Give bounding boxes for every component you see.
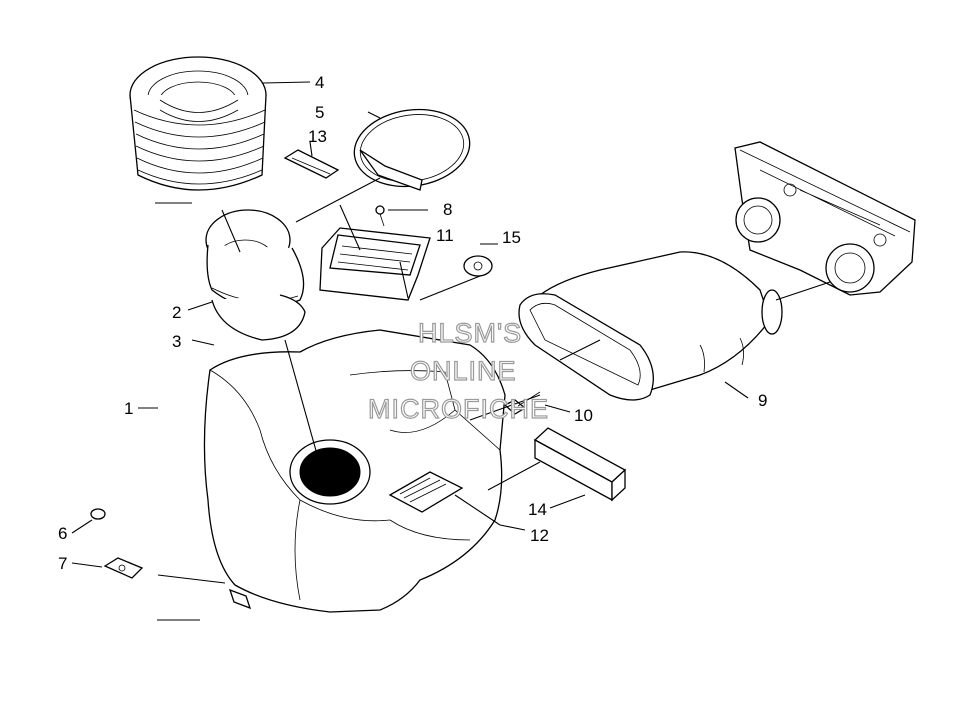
part-5-clamp: [353, 108, 471, 191]
watermark-line-2: ONLINE: [410, 356, 517, 386]
watermark-line-1: HLSM'S: [418, 318, 522, 348]
part-11-screen: [319, 227, 431, 301]
leader-lines: [71, 81, 831, 621]
part-4-bellows: [129, 56, 267, 191]
callout-9: 9: [758, 391, 767, 410]
part-2-boot: [205, 209, 305, 309]
carburetor-assembly: [734, 141, 916, 296]
watermark-line-3: MICROFICHE: [368, 394, 549, 424]
callout-14: 14: [528, 500, 547, 519]
callout-12: 12: [530, 526, 549, 545]
part-8-screw: [375, 205, 385, 227]
callout-6: 6: [58, 524, 67, 543]
part-14-block: [533, 427, 627, 502]
part-13-strip: [283, 149, 340, 179]
callout-10: 10: [574, 406, 593, 425]
callout-7: 7: [58, 554, 67, 573]
callouts: 4 5 13 8 11 15 2 3 1 9 10 6 7 14 12: [58, 73, 767, 573]
callout-5: 5: [315, 103, 324, 122]
part-15-clip: [463, 255, 493, 277]
part-9-duct: [518, 251, 783, 401]
part-1-airbox: [203, 329, 506, 613]
part-3-gasket: [211, 294, 306, 341]
callout-13: 13: [308, 127, 327, 146]
callout-11: 11: [436, 226, 454, 245]
watermark: HLSM'S ONLINE MICROFICHE: [367, 317, 549, 424]
callout-2: 2: [172, 303, 181, 322]
callout-15: 15: [502, 228, 521, 247]
callout-4: 4: [315, 73, 324, 92]
part-7-plate: [103, 557, 144, 579]
callout-8: 8: [443, 200, 452, 219]
callout-3: 3: [172, 332, 181, 351]
part-6-grommet: [90, 508, 106, 520]
callout-1: 1: [124, 399, 133, 418]
